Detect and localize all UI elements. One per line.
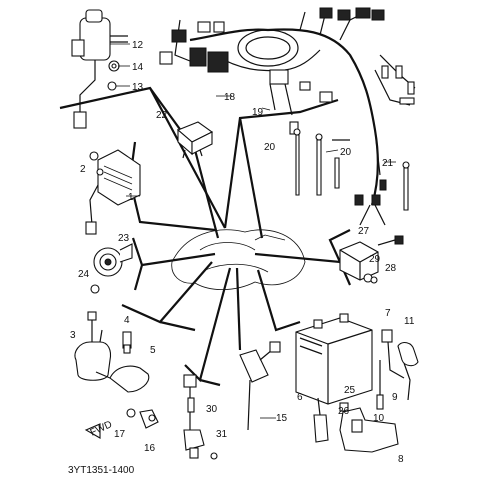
callout-12: 12 (132, 40, 144, 51)
callout-5: 5 (150, 345, 156, 356)
callout-23: 23 (118, 233, 130, 244)
callout-24: 24 (78, 269, 90, 280)
callout-31: 31 (216, 429, 228, 440)
callout-14: 14 (132, 62, 144, 73)
callout-3: 3 (70, 330, 76, 341)
callout-22: 22 (156, 110, 168, 121)
callout-13: 13 (132, 82, 144, 93)
callout-7: 7 (385, 308, 391, 319)
callout-numbers: 1 2 3 4 5 6 7 8 9 10 11 12 13 14 15 16 1… (70, 40, 415, 465)
flasher-part-27 (339, 235, 404, 284)
callout-27: 27 (358, 226, 370, 237)
coil-part-3 (74, 311, 150, 393)
callout-17: 17 (114, 429, 126, 440)
callout-30: 30 (206, 404, 218, 415)
callout-18: 18 (224, 92, 236, 103)
cable-ties (293, 128, 410, 211)
front-direction-arrow: FWD (84, 419, 114, 439)
plug-cap-part-15 (239, 341, 281, 431)
callout-28: 28 (385, 263, 397, 274)
callout-6: 6 (297, 392, 303, 403)
callout-21: 21 (382, 158, 394, 169)
callout-19: 19 (252, 107, 264, 118)
callout-9: 9 (392, 392, 398, 403)
callout-leaders (110, 43, 396, 419)
main-switch-assembly (71, 9, 128, 129)
callout-29: 29 (369, 254, 381, 265)
rectifier-part-1 (85, 149, 141, 235)
callout-1: 1 (128, 192, 134, 203)
callout-20b: 20 (340, 147, 352, 158)
callout-26: 26 (338, 406, 350, 417)
front-label: FWD (89, 419, 114, 439)
battery-band-part-8 (313, 397, 399, 453)
relay-part-22 (176, 121, 214, 159)
callout-2: 2 (80, 164, 86, 175)
callout-4: 4 (124, 315, 130, 326)
callout-20a: 20 (264, 142, 276, 153)
switch-part-16 (126, 408, 159, 429)
callout-10: 10 (373, 413, 385, 424)
horn-part-23 (90, 243, 133, 294)
callout-25: 25 (344, 385, 356, 396)
callout-15: 15 (276, 413, 288, 424)
sensor-part-30 (183, 374, 218, 460)
wire-harness (159, 7, 416, 226)
callout-11: 11 (404, 316, 415, 327)
callout-16: 16 (144, 443, 156, 454)
fuse-leads-part-7 (376, 329, 419, 410)
part-code-label: 3YT1351-1400 (68, 465, 135, 476)
battery-part-6 (295, 313, 373, 405)
callout-8: 8 (398, 454, 404, 465)
